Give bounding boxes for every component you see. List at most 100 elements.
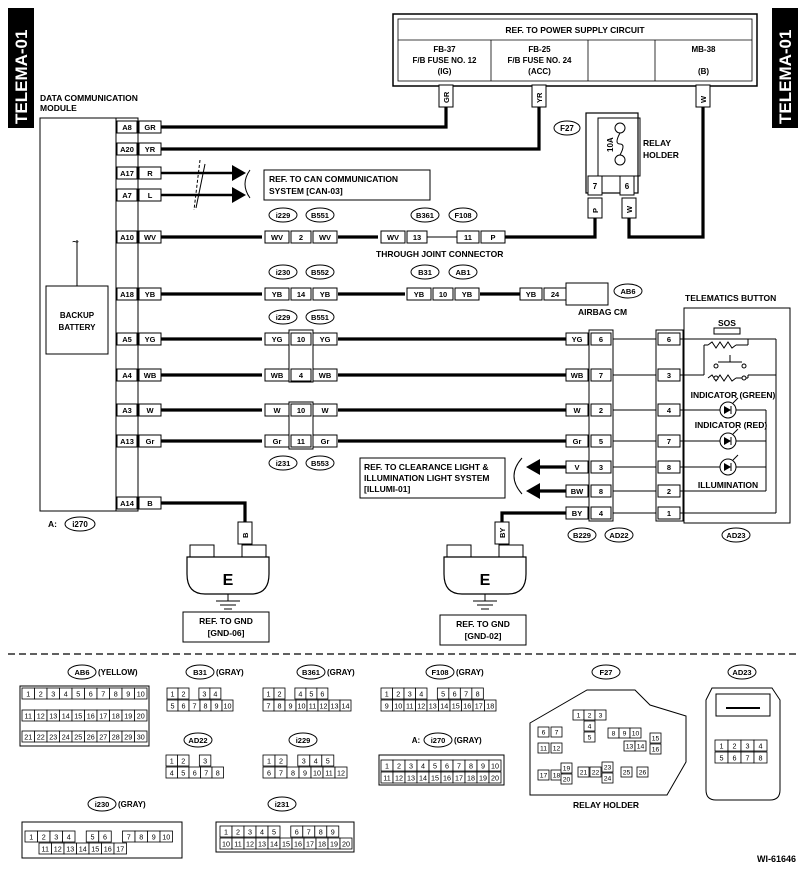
- cell-18: 18: [467, 774, 475, 783]
- conn-r2-a: i230: [276, 268, 291, 277]
- right-wire-1-box: [565, 368, 589, 382]
- ind-green-label: INDICATOR (GREEN): [691, 390, 776, 400]
- cell-9: 9: [481, 762, 485, 771]
- r2-rw-box: [312, 287, 338, 301]
- f27-cell: [577, 766, 590, 778]
- sos-label: SOS: [718, 318, 736, 328]
- cell-3: 3: [408, 690, 412, 699]
- cell: [334, 766, 348, 779]
- cell: [211, 766, 224, 779]
- conn-i230-id: i230: [95, 800, 110, 809]
- power-wire-1-box: [531, 84, 547, 108]
- telematics-ref-oval: [721, 527, 751, 543]
- conn-i230-id-oval: [87, 796, 117, 812]
- cell-4: 4: [298, 690, 302, 699]
- r1-pin: 2: [299, 233, 303, 242]
- battery-label-1: BACKUP: [60, 311, 95, 320]
- cell-16: 16: [104, 845, 112, 854]
- cell: [273, 687, 286, 700]
- dcm-pin-A18-box: [116, 287, 138, 301]
- can-arrow-r: [232, 165, 246, 181]
- can-twist-mark: [193, 159, 201, 211]
- cell-23: 23: [49, 733, 57, 742]
- f27-cell-26: 26: [639, 770, 647, 777]
- f27-cell-18: 18: [553, 773, 561, 780]
- relay-label-2: HOLDER: [643, 150, 679, 160]
- cell-5: 5: [76, 690, 80, 699]
- cell-11: 11: [42, 845, 49, 854]
- f27-cell: [550, 726, 563, 738]
- wire-yr: [161, 104, 541, 151]
- cell: [98, 830, 112, 843]
- right-wire-3-box: [565, 434, 589, 448]
- cell-10: 10: [137, 690, 145, 699]
- r2-pin-box: [290, 287, 312, 301]
- cell-3: 3: [202, 690, 206, 699]
- cell-10: 10: [491, 762, 499, 771]
- cell-10: 10: [162, 833, 170, 842]
- cell-7: 7: [193, 702, 197, 711]
- dcm-pin-A17: A17: [120, 169, 134, 178]
- f27-cell: [634, 740, 647, 752]
- cell-20: 20: [137, 712, 145, 721]
- cell-8: 8: [216, 769, 220, 778]
- f27-cell-20: 20: [563, 777, 571, 784]
- r2c-lw: YB: [526, 290, 537, 299]
- conn-r1b-b-oval: [448, 207, 478, 223]
- cell-3: 3: [51, 690, 55, 699]
- dcm-pin-A18: A18: [120, 290, 134, 299]
- cell-5: 5: [433, 762, 437, 771]
- power-cell-3-l3: (B): [698, 67, 709, 76]
- cell-1: 1: [171, 690, 175, 699]
- cell-9: 9: [303, 769, 307, 778]
- f27-cell-13: 13: [626, 744, 634, 751]
- conn-f108-color: (GRAY): [456, 668, 484, 677]
- f27-cell: [601, 772, 614, 784]
- cell-6: 6: [295, 828, 299, 837]
- f27-cell-5: 5: [588, 735, 592, 742]
- cell-13: 13: [407, 774, 415, 783]
- page-code-left: TELEMA-01: [12, 30, 31, 124]
- conn-ab6-id-oval: [67, 664, 97, 680]
- conn-ad23-id: AD23: [732, 668, 751, 677]
- conn-f108-id: F108: [431, 668, 448, 677]
- cell-11: 11: [25, 712, 32, 721]
- conn-ad22-id: AD22: [188, 736, 207, 745]
- cell-12: 12: [395, 774, 403, 783]
- cell-1: 1: [170, 757, 174, 766]
- led-illum-ray: [732, 454, 739, 461]
- cell: [753, 739, 768, 752]
- f27-cell-15: 15: [652, 736, 660, 743]
- r1b-lw-box: [380, 230, 406, 244]
- can-twist-mark-2: [195, 163, 206, 209]
- cell-5: 5: [272, 828, 276, 837]
- cell: [134, 687, 148, 700]
- airbag-ref: AB6: [620, 287, 635, 296]
- r1-pin-box: [290, 230, 312, 244]
- conn-r3bot-b: B553: [311, 459, 329, 468]
- cell: [62, 830, 76, 843]
- cell-16: 16: [294, 840, 302, 849]
- cell-3: 3: [409, 762, 413, 771]
- conn-r3-b: B551: [311, 313, 329, 322]
- relay-pin-7: 7: [593, 182, 598, 191]
- right-pin-4: 3: [599, 463, 603, 472]
- f27-cell-10: 10: [632, 731, 640, 738]
- cell-2: 2: [396, 690, 400, 699]
- dcm-wire-A8: GR: [144, 123, 156, 132]
- can-arrow-l: [232, 187, 246, 203]
- conn-ad22-id-oval: [183, 732, 213, 748]
- power-supply-ref: REF. TO POWER SUPPLY CIRCUIT FB-37F/B FU…: [392, 13, 758, 87]
- cell-16: 16: [443, 774, 451, 783]
- conn-b31-id: B31: [193, 668, 207, 677]
- cell-4: 4: [170, 769, 174, 778]
- cell-4: 4: [213, 690, 217, 699]
- cell-1: 1: [385, 690, 389, 699]
- ground-0-ref-box: [182, 611, 270, 643]
- r1b-pin1: 13: [413, 233, 421, 242]
- r2-pin: 14: [297, 290, 306, 299]
- conn-r1b-a-oval: [410, 207, 440, 223]
- cell-1: 1: [267, 690, 271, 699]
